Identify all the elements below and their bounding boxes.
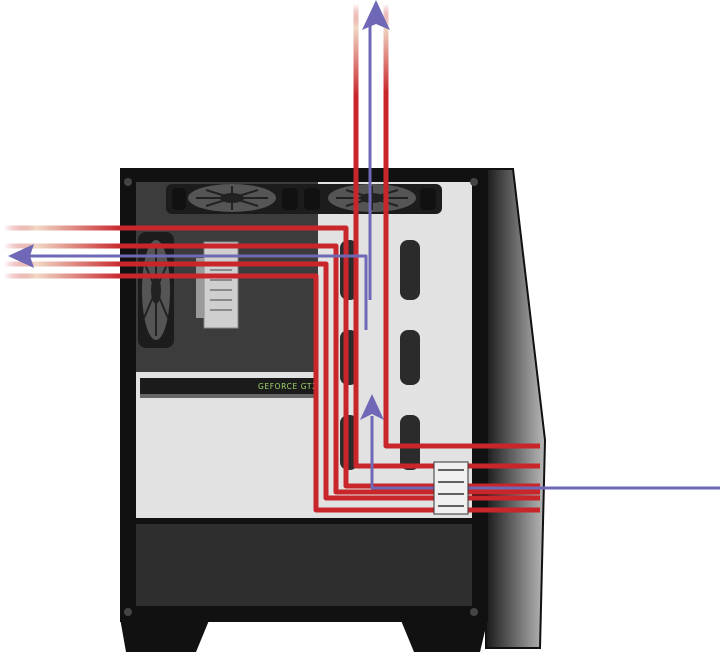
top-fan-bay xyxy=(166,184,442,214)
air-arrow-icon xyxy=(362,0,390,30)
air-arrow-icon xyxy=(360,394,384,420)
front-intake-airflow xyxy=(470,443,720,521)
front-vent xyxy=(433,461,469,515)
cool-airflow xyxy=(30,16,720,490)
rear-fan xyxy=(138,232,174,348)
case-front-panel xyxy=(485,168,547,649)
air-arrow-icon xyxy=(8,244,34,268)
case-foot-left xyxy=(120,618,210,652)
case-fan-icon xyxy=(328,184,416,212)
gpu-label: GEFORCE GTX xyxy=(258,382,318,391)
case-fan-icon xyxy=(188,184,276,212)
case-foot-right xyxy=(400,618,488,652)
pc-case xyxy=(120,168,547,652)
gpu-card-icon: GEFORCE GTX xyxy=(140,378,318,398)
psu-shroud xyxy=(136,524,472,606)
